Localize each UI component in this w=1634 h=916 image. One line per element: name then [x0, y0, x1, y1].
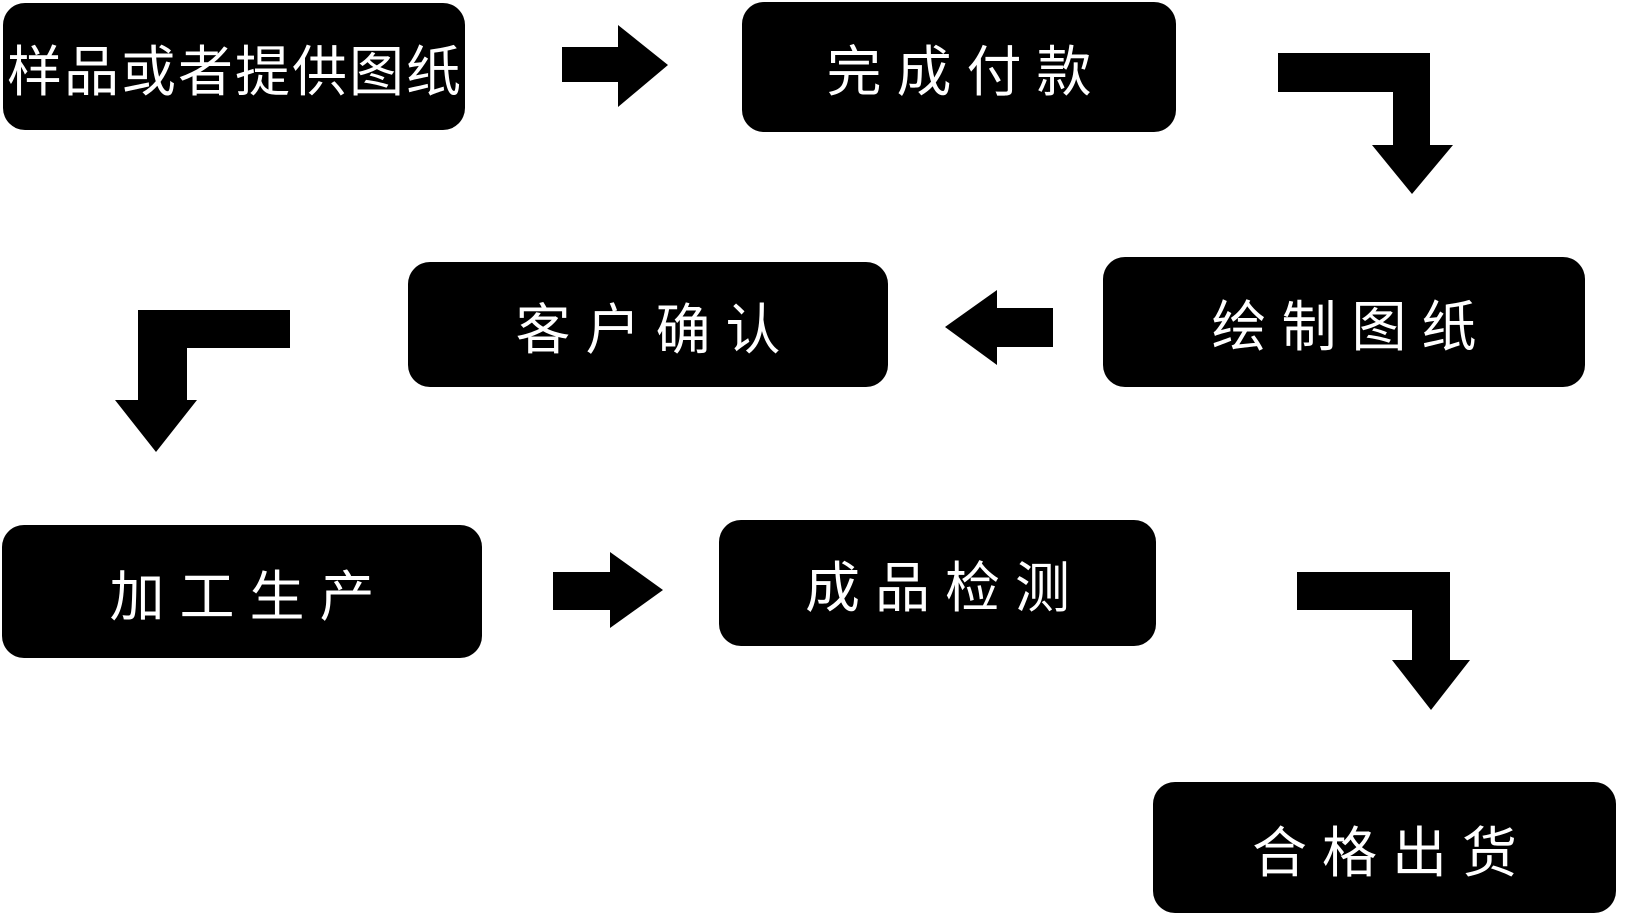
node-shipment-label: 合格出货 [1251, 821, 1532, 884]
arrow-elbow-left-down-icon [115, 310, 290, 452]
node-draw-drawing-label: 绘制图纸 [1211, 296, 1492, 358]
node-customer-confirm-label: 客户确认 [515, 298, 796, 361]
node-payment-label: 完成付款 [826, 41, 1107, 103]
node-sample-or-drawing: 样品或者提供图纸 [3, 3, 465, 130]
node-draw-drawing: 绘制图纸 [1103, 257, 1585, 387]
node-inspection: 成品检测 [719, 520, 1156, 646]
arrow-elbow-right-down-icon [1278, 53, 1453, 194]
node-inspection-label: 成品检测 [804, 557, 1085, 619]
node-customer-confirm: 客户确认 [408, 262, 888, 387]
node-sample-or-drawing-label: 样品或者提供图纸 [6, 40, 463, 103]
node-shipment: 合格出货 [1153, 782, 1616, 913]
arrow-right-icon [553, 552, 663, 628]
arrow-elbow-right-down-icon [1297, 572, 1470, 710]
arrow-left-icon [945, 290, 1053, 365]
node-production: 加工生产 [2, 525, 482, 658]
arrow-right-icon [562, 25, 668, 107]
node-payment: 完成付款 [742, 2, 1176, 132]
node-production-label: 加工生产 [109, 565, 390, 628]
